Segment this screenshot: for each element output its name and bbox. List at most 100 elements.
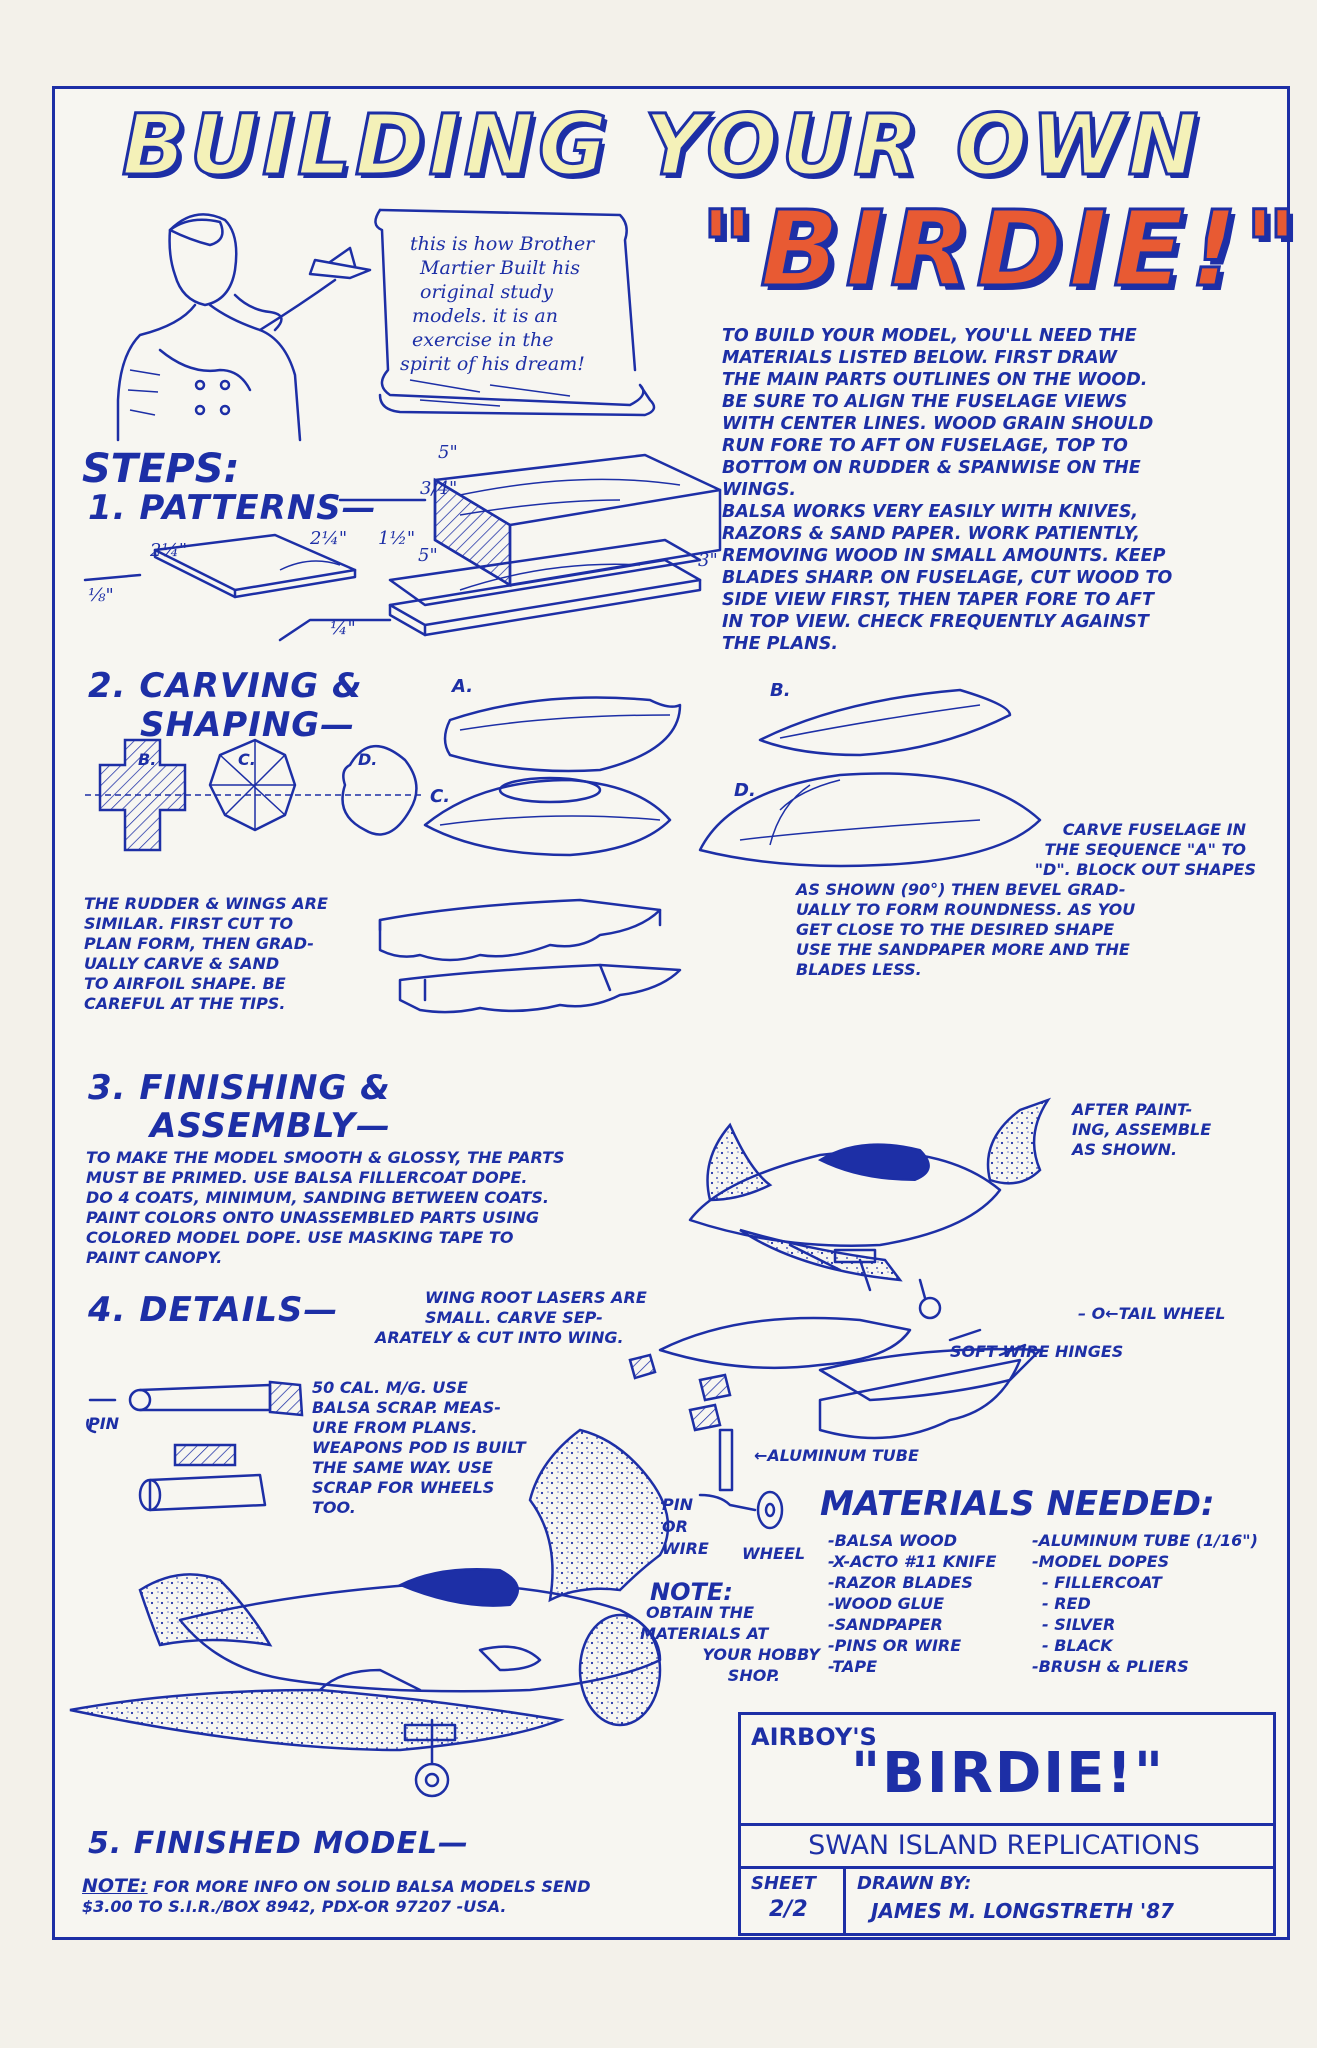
- scroll-line: spirit of his dream!: [400, 353, 585, 375]
- section-label-d: D.: [358, 750, 378, 769]
- intro-line: THE PLANS.: [722, 634, 839, 654]
- tube-wheel-illustration: [698, 1428, 784, 1530]
- material-item: - BLACK: [1042, 1636, 1113, 1655]
- mg-line: BALSA SCRAP. MEAS-: [312, 1398, 501, 1417]
- title-block-drawn-by-label: DRAWN BY:: [857, 1873, 972, 1894]
- step-carving-label: 2. CARVING &: [88, 666, 363, 706]
- rudder-line: UALLY CARVE & SAND: [84, 954, 280, 973]
- section-label-c: C.: [238, 750, 256, 769]
- after-paint-line: ING, ASSEMBLE: [1072, 1120, 1212, 1139]
- scroll-line: original study: [420, 281, 554, 303]
- material-item: - RED: [1042, 1594, 1091, 1613]
- tail-wheel-text: TAIL WHEEL: [1118, 1304, 1226, 1323]
- note-line: YOUR HOBBY: [702, 1645, 820, 1664]
- wingroot-text: WING ROOT LASERS ARE SMALL. CARVE SEP- A…: [375, 1288, 715, 1348]
- intro-line: WITH CENTER LINES. WOOD GRAIN SHOULD: [722, 414, 1154, 434]
- step-shaping-label: SHAPING—: [140, 705, 356, 745]
- view-label-a: A.: [452, 676, 474, 697]
- material-item: -MODEL DOPES: [1032, 1552, 1170, 1571]
- tail-wheel-label: – o←TAIL WHEEL: [1078, 1304, 1225, 1324]
- patterns-illustration: [83, 453, 722, 642]
- mg-line: 50 CAL. M/G. USE: [312, 1378, 468, 1397]
- footer-note-line1: NOTE: FOR MORE INFO ON SOLID BALSA MODEL…: [82, 1876, 732, 1897]
- birdie-title: "BIRDIE!": [699, 187, 1304, 312]
- intro-line: BOTTOM ON RUDDER & SPANWISE ON THE: [722, 458, 1141, 478]
- rudder-line: PLAN FORM, THEN GRAD-: [84, 934, 314, 953]
- pilot-illustration: [116, 213, 372, 442]
- materials-right-list: -ALUMINUM TUBE (1/16") -MODEL DOPES - FI…: [1032, 1530, 1272, 1677]
- note-line: MATERIALS AT: [640, 1624, 769, 1643]
- finishing-line: MUST BE PRIMED. USE BALSA FILLERCOAT DOP…: [86, 1168, 528, 1187]
- title-block-name-row: AIRBOY'S "BIRDIE!": [741, 1715, 1273, 1826]
- carving-illustration: [85, 688, 1042, 1014]
- rudder-line: TO AIRFOIL SHAPE. BE: [84, 974, 286, 993]
- aluminum-tube-label: ←ALUMINUM TUBE: [754, 1446, 919, 1466]
- note-label: NOTE:: [650, 1578, 733, 1606]
- section-label-b: B.: [138, 750, 157, 769]
- main-title: BUILDING YOUR OWN: [120, 95, 1203, 196]
- view-label-c: C.: [430, 786, 451, 807]
- view-label-d: D.: [734, 780, 756, 801]
- scroll-line: exercise in the: [412, 329, 554, 351]
- finishing-line: COLORED MODEL DOPE. USE MASKING TAPE TO: [86, 1228, 514, 1247]
- dim-18: ⅛": [88, 585, 114, 606]
- intro-line: WINGS.: [722, 480, 797, 500]
- fuselage-text: CARVE FUSELAGE IN THE SEQUENCE "A" TO "D…: [796, 820, 1256, 980]
- fuselage-line: CARVE FUSELAGE IN: [1062, 820, 1246, 839]
- intro-line: RUN FORE TO AFT ON FUSELAGE, TOP TO: [722, 436, 1128, 456]
- intro-line: BE SURE TO ALIGN THE FUSELAGE VIEWS: [722, 392, 1128, 412]
- materials-left-list: -BALSA WOOD -X-ACTO #11 KNIFE -RAZOR BLA…: [828, 1530, 1028, 1677]
- intro-line: IN TOP VIEW. CHECK FREQUENTLY AGAINST: [722, 612, 1149, 632]
- fuselage-line: GET CLOSE TO THE DESIRED SHAPE: [796, 920, 1115, 939]
- dim-214b: 2¼": [310, 528, 348, 549]
- view-label-b: B.: [770, 680, 791, 701]
- material-item: - SILVER: [1042, 1615, 1116, 1634]
- material-item: -X-ACTO #11 KNIFE: [828, 1552, 997, 1571]
- assembly-illustration: [688, 1097, 1052, 1320]
- footer-note-label: NOTE:: [82, 1875, 148, 1897]
- material-item: -ALUMINUM TUBE (1/16"): [1032, 1531, 1258, 1550]
- step-assembly-label: ASSEMBLY—: [150, 1106, 392, 1146]
- arrow-left-icon: ←: [754, 1446, 768, 1465]
- after-paint-line: AS SHOWN.: [1072, 1140, 1178, 1159]
- title-block-drawn-by-value: JAMES M. LONGSTRETH '87: [871, 1899, 1174, 1923]
- scroll-text: this is how Brother Martier Built his or…: [400, 232, 650, 376]
- dim-5a: 5": [438, 442, 458, 463]
- intro-line: RAZORS & SAND PAPER. WORK PATIENTLY,: [722, 524, 1140, 544]
- title-block: AIRBOY'S "BIRDIE!" SWAN ISLAND REPLICATI…: [738, 1712, 1276, 1936]
- mg-line: SCRAP FOR WHEELS: [312, 1478, 495, 1497]
- fuselage-line: USE THE SANDPAPER MORE AND THE: [796, 940, 1130, 959]
- intro-line: TO BUILD YOUR MODEL, YOU'LL NEED THE: [722, 326, 1137, 346]
- rudder-line: SIMILAR. FIRST CUT TO: [84, 914, 294, 933]
- title-block-company-row: SWAN ISLAND REPLICATIONS: [741, 1826, 1273, 1869]
- intro-line: MATERIALS LISTED BELOW. FIRST DRAW: [722, 348, 1118, 368]
- aluminum-tube-text: ALUMINUM TUBE: [767, 1446, 919, 1465]
- fuselage-line: THE SEQUENCE "A" TO: [1044, 840, 1246, 859]
- fuselage-line: BLADES LESS.: [796, 960, 922, 979]
- title-block-divider: [843, 1869, 846, 1933]
- note-line: SHOP.: [727, 1666, 780, 1685]
- fuselage-line: "D". BLOCK OUT SHAPES: [1034, 860, 1256, 879]
- finished-model-illustration: [69, 1428, 670, 1798]
- wheel-label: WHEEL: [742, 1544, 806, 1563]
- steps-heading: STEPS:: [82, 446, 240, 492]
- fuselage-line: AS SHOWN (90°) THEN BEVEL GRAD-: [796, 880, 1126, 899]
- rudder-line: CAREFUL AT THE TIPS.: [84, 994, 286, 1013]
- after-paint-line: AFTER PAINT-: [1072, 1100, 1193, 1119]
- intro-text: TO BUILD YOUR MODEL, YOU'LL NEED THE MAT…: [722, 325, 1262, 655]
- pin-or-wire-line: WIRE: [662, 1539, 709, 1558]
- scroll-line: Martier Built his: [420, 257, 581, 279]
- material-item: - FILLERCOAT: [1042, 1573, 1162, 1592]
- title-block-sheet-value: 2/2: [769, 1897, 808, 1922]
- mg-parts-illustration: [86, 1380, 304, 1512]
- step-finished-label: 5. FINISHED MODEL—: [88, 1826, 470, 1861]
- tail-wheel-icon: – o←: [1078, 1304, 1119, 1323]
- material-item: -SANDPAPER: [828, 1615, 943, 1634]
- wingroot-line: SMALL. CARVE SEP-: [425, 1308, 603, 1327]
- dim-214a: 2¼": [150, 540, 188, 561]
- step-details-label: 4. DETAILS—: [88, 1290, 339, 1330]
- mg-line: TOO.: [312, 1498, 356, 1517]
- fuselage-line: UALLY TO FORM ROUNDNESS. AS YOU: [796, 900, 1136, 919]
- finishing-line: PAINT CANOPY.: [86, 1248, 223, 1267]
- finishing-line: TO MAKE THE MODEL SMOOTH & GLOSSY, THE P…: [86, 1148, 565, 1167]
